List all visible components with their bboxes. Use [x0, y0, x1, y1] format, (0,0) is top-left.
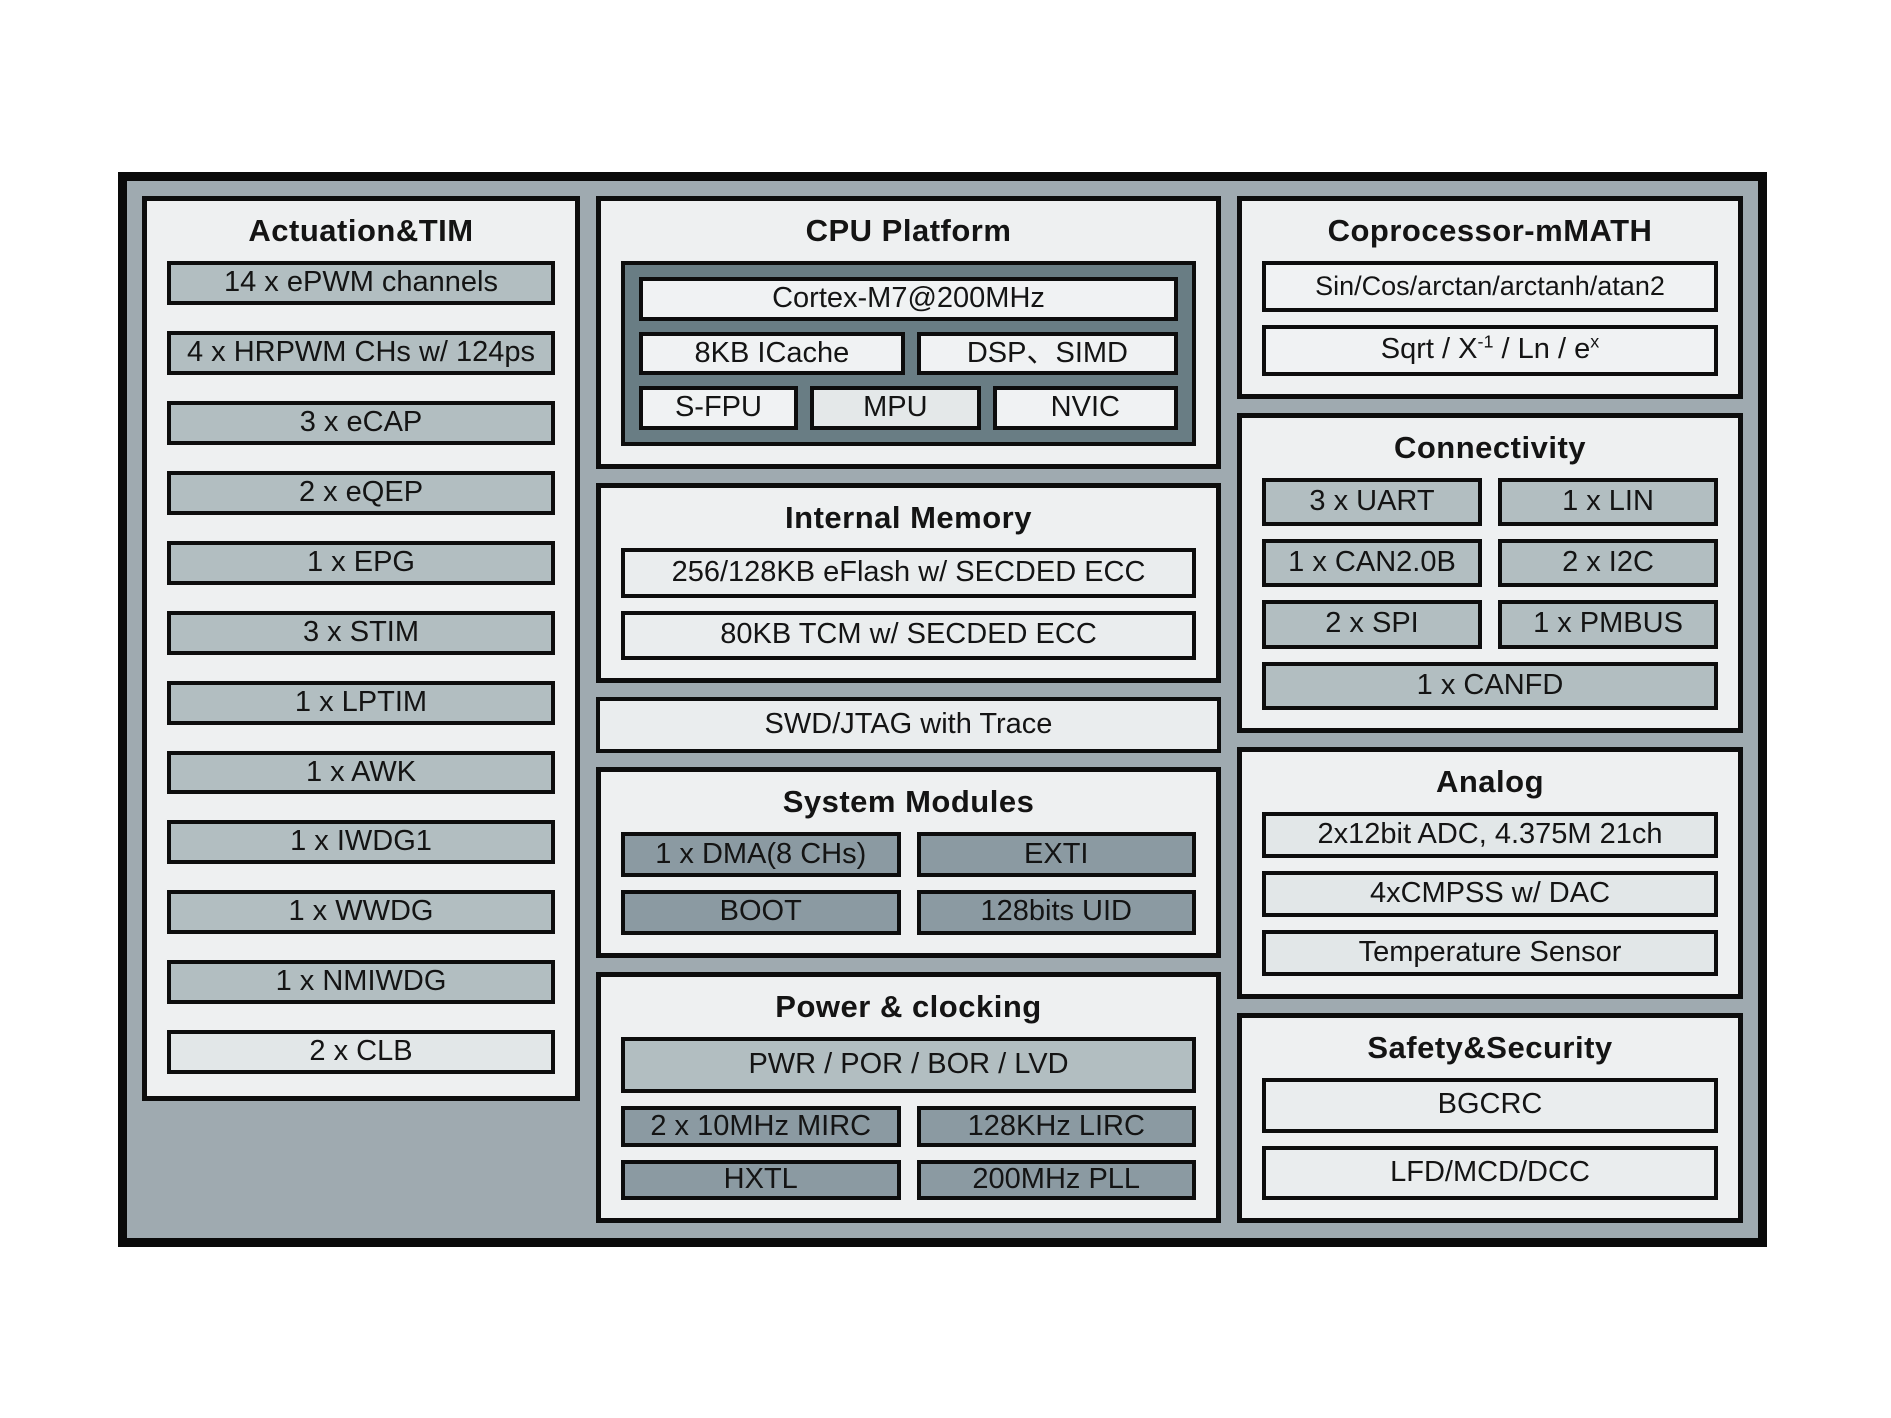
block-bgcrc: BGCRC — [1262, 1078, 1718, 1133]
block-wwdg: 1 x WWDG — [167, 890, 555, 935]
block-dsp-simd: DSP、SIMD — [916, 331, 1178, 376]
panel-coprocessor-mmath: Coprocessor-mMATH Sin/Cos/arctan/arctanh… — [1237, 196, 1743, 399]
block-spi: 2 x SPI — [1262, 600, 1482, 649]
block-pll: 200MHz PLL — [916, 1159, 1196, 1200]
block-sfpu: S-FPU — [639, 386, 798, 430]
safety-security-title: Safety&Security — [1367, 1029, 1613, 1065]
panel-actuation-tim: Actuation&TIM 14 x ePWM channels 4 x HRP… — [142, 196, 580, 1101]
block-mirc: 2 x 10MHz MIRC — [621, 1106, 901, 1147]
internal-memory-title: Internal Memory — [785, 499, 1032, 535]
block-lptim: 1 x LPTIM — [167, 680, 555, 725]
panel-cpu-platform: CPU Platform Cortex-M7@200MHz 8KB ICache… — [596, 196, 1221, 469]
block-boot: BOOT — [621, 890, 901, 935]
block-i2c: 2 x I2C — [1498, 539, 1718, 588]
mcu-block-diagram: Actuation&TIM 14 x ePWM channels 4 x HRP… — [118, 172, 1767, 1247]
block-iwdg1: 1 x IWDG1 — [167, 820, 555, 865]
panel-power-clocking: Power & clocking PWR / POR / BOR / LVD 2… — [596, 971, 1221, 1223]
column-cpu: CPU Platform Cortex-M7@200MHz 8KB ICache… — [596, 196, 1221, 1223]
block-ecap: 3 x eCAP — [167, 401, 555, 445]
cpu-core-row: Cortex-M7@200MHz — [639, 277, 1178, 321]
column-actuation: Actuation&TIM 14 x ePWM channels 4 x HRP… — [142, 196, 580, 1223]
block-pwr-por-bor-lvd: PWR / POR / BOR / LVD — [621, 1036, 1196, 1094]
block-clb: 2 x CLB — [167, 1030, 555, 1074]
cpu-unit-row: S-FPU MPU NVIC — [639, 386, 1178, 430]
coprocessor-title: Coprocessor-mMATH — [1327, 213, 1653, 248]
block-cmpss: 4xCMPSS w/ DAC — [1262, 871, 1718, 917]
block-exti: EXTI — [916, 832, 1196, 878]
power-clocking-title: Power & clocking — [775, 988, 1042, 1024]
block-sqrt-ln-exp: Sqrt / X-1 / Ln / ex — [1262, 324, 1718, 376]
cpu-platform-title: CPU Platform — [805, 213, 1012, 248]
block-epg: 1 x EPG — [167, 540, 555, 585]
analog-stack: 2x12bit ADC, 4.375M 21ch 4xCMPSS w/ DAC … — [1262, 812, 1718, 976]
actuation-item-stack: 14 x ePWM channels 4 x HRPWM CHs w/ 124p… — [167, 261, 555, 1074]
block-eflash: 256/128KB eFlash w/ SECDED ECC — [621, 548, 1196, 598]
analog-title: Analog — [1435, 763, 1545, 799]
block-icache: 8KB ICache — [639, 331, 905, 376]
block-lfd-mcd-dcc: LFD/MCD/DCC — [1262, 1145, 1718, 1201]
formula-text: Sqrt / X-1 / Ln / ex — [1380, 331, 1600, 366]
panel-analog: Analog 2x12bit ADC, 4.375M 21ch 4xCMPSS … — [1237, 746, 1743, 999]
system-modules-grid: 1 x DMA(8 CHs) EXTI BOOT 128bits UID — [621, 832, 1196, 935]
block-can20b: 1 x CAN2.0B — [1262, 539, 1482, 588]
cpu-core-container: Cortex-M7@200MHz 8KB ICache DSP、SIMD S-F… — [621, 261, 1196, 446]
block-dma: 1 x DMA(8 CHs) — [621, 832, 901, 878]
block-epwm-channels: 14 x ePWM channels — [167, 261, 555, 306]
block-uart: 3 x UART — [1262, 477, 1482, 527]
block-cortex-m7: Cortex-M7@200MHz — [639, 277, 1178, 321]
panel-internal-memory: Internal Memory 256/128KB eFlash w/ SECD… — [596, 482, 1221, 684]
panel-system-modules: System Modules 1 x DMA(8 CHs) EXTI BOOT … — [596, 767, 1221, 958]
block-adc: 2x12bit ADC, 4.375M 21ch — [1262, 812, 1718, 859]
block-awk: 1 x AWK — [167, 750, 555, 795]
safety-stack: BGCRC LFD/MCD/DCC — [1262, 1078, 1718, 1201]
block-swd-jtag: SWD/JTAG with Trace — [596, 697, 1221, 754]
block-hxtl: HXTL — [621, 1159, 901, 1200]
block-lin: 1 x LIN — [1498, 477, 1718, 527]
block-trig-functions: Sin/Cos/arctan/arctanh/atan2 — [1262, 261, 1718, 312]
connectivity-title: Connectivity — [1393, 429, 1587, 465]
block-stim: 3 x STIM — [167, 610, 555, 655]
connectivity-grid: 3 x UART 1 x LIN 1 x CAN2.0B 2 x I2C 2 x… — [1262, 477, 1718, 710]
block-tcm: 80KB TCM w/ SECDED ECC — [621, 610, 1196, 661]
power-stack: PWR / POR / BOR / LVD 2 x 10MHz MIRC 128… — [621, 1036, 1196, 1200]
panel-safety-security: Safety&Security BGCRC LFD/MCD/DCC — [1237, 1012, 1743, 1224]
panel-connectivity: Connectivity 3 x UART 1 x LIN 1 x CAN2.0… — [1237, 412, 1743, 733]
actuation-tim-title: Actuation&TIM — [248, 213, 474, 248]
system-modules-title: System Modules — [782, 784, 1035, 820]
block-lirc: 128KHz LIRC — [916, 1106, 1196, 1147]
block-nmiwdg: 1 x NMIWDG — [167, 960, 555, 1005]
block-hrpwm: 4 x HRPWM CHs w/ 124ps — [167, 331, 555, 376]
coprocessor-stack: Sin/Cos/arctan/arctanh/atan2 Sqrt / X-1 … — [1262, 261, 1718, 376]
cpu-cache-row: 8KB ICache DSP、SIMD — [639, 331, 1178, 376]
block-mpu: MPU — [809, 386, 981, 430]
block-nvic: NVIC — [992, 386, 1178, 430]
block-pmbus: 1 x PMBUS — [1498, 600, 1718, 649]
block-uid: 128bits UID — [916, 890, 1196, 935]
column-peripherals: Coprocessor-mMATH Sin/Cos/arctan/arctanh… — [1237, 196, 1743, 1224]
block-canfd: 1 x CANFD — [1262, 661, 1718, 710]
block-eqep: 2 x eQEP — [167, 470, 555, 515]
memory-stack: 256/128KB eFlash w/ SECDED ECC 80KB TCM … — [621, 548, 1196, 661]
power-grid: 2 x 10MHz MIRC 128KHz LIRC HXTL 200MHz P… — [621, 1106, 1196, 1200]
block-temp-sensor: Temperature Sensor — [1262, 929, 1718, 976]
